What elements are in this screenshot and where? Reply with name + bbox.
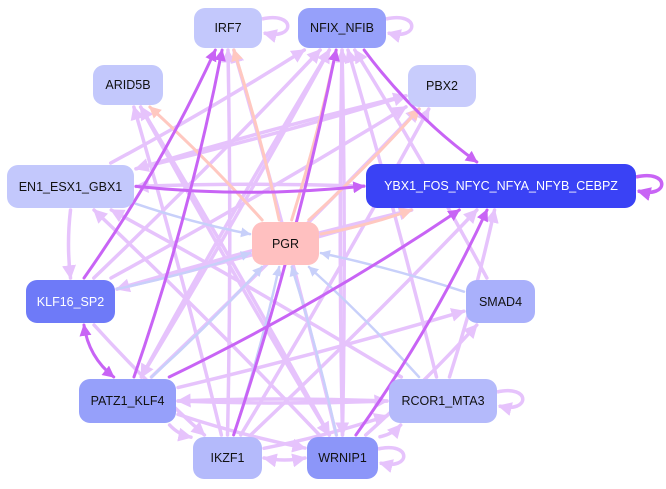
node-pbx2[interactable]: PBX2 [408, 65, 476, 107]
edge-patz1_klf4-to-irf7 [132, 48, 226, 379]
node-smad4[interactable]: SMAD4 [466, 280, 535, 323]
node-label: RCOR1_MTA3 [401, 394, 485, 408]
edge-ikzf1-to-pbx2 [239, 107, 431, 437]
edge-pgr-to-irf7 [231, 48, 281, 222]
edge-ikzf1-to-irf7 [221, 48, 236, 437]
self-loop-wrnip1 [377, 445, 406, 473]
node-patz1-klf4[interactable]: PATZ1_KLF4 [79, 379, 176, 423]
edge-nfix_nfib-to-wrnip1 [335, 48, 350, 437]
node-label: IKZF1 [210, 451, 245, 465]
node-label: ARID5B [105, 78, 151, 92]
edge-patz1_klf4-to-ikzf1 [167, 423, 193, 442]
node-label: PBX2 [426, 79, 458, 93]
edge-patz1_klf4-to-nfix_nfib [139, 48, 332, 379]
edge-pgr-to-arid5b [148, 105, 264, 222]
self-loop-rcor1_mta3 [496, 388, 525, 416]
self-loop-irf7 [261, 15, 290, 43]
edge-smad4-to-nfix_nfib [353, 48, 489, 280]
edge-klf16_sp2-to-pgr [115, 251, 252, 291]
node-label: KLF16_SP2 [36, 294, 105, 309]
node-wrnip1[interactable]: WRNIP1 [307, 437, 378, 479]
node-label: PATZ1_KLF4 [90, 394, 165, 408]
edge-rcor1_mta3-to-patz1_klf4 [176, 393, 389, 408]
edge-klf16_sp2-to-irf7 [82, 48, 217, 280]
self-loop-ybx1 [635, 173, 664, 201]
edge-pgr-to-pbx2 [307, 107, 421, 222]
edge-rcor1_mta3-to-en1_esx1_gbx1 [109, 208, 404, 379]
edge-wrnip1-to-nfix_nfib [335, 48, 350, 437]
node-ybx1[interactable]: YBX1_FOS_NFYC_NFYA_NFYB_CEBPZ [366, 164, 636, 208]
edge-nfix_nfib-to-patz1_klf4 [139, 48, 332, 379]
node-label: IRF7 [214, 21, 242, 35]
node-label: WRNIP1 [318, 451, 367, 465]
node-label: PGR [271, 236, 300, 251]
edge-wrnip1-to-pgr [289, 265, 338, 437]
self-loop-nfix_nfib [385, 15, 414, 43]
edge-wrnip1-to-ybx1 [354, 208, 489, 437]
node-label: NFIX_NFIB [310, 21, 374, 35]
edge-rcor1_mta3-to-pgr [307, 265, 421, 379]
edge-en1_esx1_gbx1-to-pgr [134, 202, 252, 238]
edge-pgr-to-ybx1 [319, 208, 413, 236]
edge-en1_esx1_gbx1-to-klf16_sp2 [62, 208, 76, 280]
node-pgr[interactable]: PGR [252, 222, 319, 265]
edge-en1_esx1_gbx1-to-ybx1 [134, 181, 366, 194]
edge-patz1_klf4-to-ybx1 [167, 208, 461, 379]
node-irf7[interactable]: IRF7 [194, 8, 262, 48]
edge-klf16_sp2-to-pbx2 [109, 105, 408, 280]
node-label: SMAD4 [478, 294, 523, 309]
edge-wrnip1-to-arid5b [138, 105, 332, 437]
edge-patz1_klf4-to-pgr [150, 265, 264, 379]
node-nfix-nfib[interactable]: NFIX_NFIB [298, 8, 386, 48]
node-label: EN1_ESX1_GBX1 [18, 179, 123, 194]
edge-nfix_nfib-to-ybx1 [362, 48, 479, 164]
edge-wrnip1-to-rcor1_mta3 [378, 423, 403, 440]
edge-wrnip1-to-en1_esx1_gbx1 [92, 208, 322, 437]
node-ikzf1[interactable]: IKZF1 [193, 437, 262, 479]
edge-klf16_sp2-to-patz1_klf4 [79, 323, 116, 379]
node-en1-esx1-gbx1[interactable]: EN1_ESX1_GBX1 [7, 165, 134, 208]
node-rcor1-mta3[interactable]: RCOR1_MTA3 [389, 379, 497, 423]
edge-klf16_sp2-to-nfix_nfib [92, 48, 322, 280]
edge-ikzf1-to-wrnip1 [262, 453, 307, 468]
node-klf16-sp2[interactable]: KLF16_SP2 [26, 280, 115, 323]
node-arid5b[interactable]: ARID5B [93, 65, 163, 105]
edge-patz1_klf4-to-wrnip1 [176, 412, 307, 453]
edge-ikzf1-to-ybx1 [248, 208, 479, 437]
node-label: YBX1_FOS_NFYC_NFYA_NFYB_CEBPZ [384, 179, 618, 193]
